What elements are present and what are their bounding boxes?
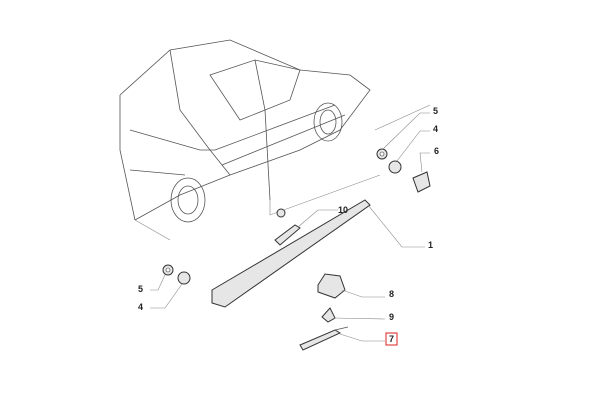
callout-6: 6 bbox=[434, 146, 439, 156]
block-part-8 bbox=[317, 273, 346, 299]
rear-wheel bbox=[313, 102, 343, 142]
callout-7[interactable]: 7 bbox=[389, 334, 394, 344]
front-wheel bbox=[170, 177, 206, 223]
plate-part-7 bbox=[299, 326, 349, 351]
callout-8: 8 bbox=[389, 289, 394, 299]
callout-4-right: 4 bbox=[433, 124, 438, 134]
cap-part-6 bbox=[412, 171, 431, 193]
nut-part-4-right bbox=[388, 160, 402, 174]
car-illustration bbox=[119, 39, 431, 241]
clip-part-9 bbox=[321, 307, 336, 323]
sill-moulding-part-1 bbox=[211, 199, 371, 308]
callout-9: 9 bbox=[389, 312, 394, 322]
highlight-box-7 bbox=[385, 332, 398, 346]
callout-10: 10 bbox=[338, 205, 348, 215]
clip-part-10 bbox=[274, 208, 301, 246]
leader-lines bbox=[150, 112, 430, 342]
washer-part-5-left bbox=[162, 264, 174, 276]
callout-4-left: 4 bbox=[138, 302, 143, 312]
callout-1: 1 bbox=[428, 240, 433, 250]
washer-part-5-right bbox=[376, 148, 388, 160]
callout-5-left: 5 bbox=[138, 284, 143, 294]
callout-5-right: 5 bbox=[433, 106, 438, 116]
nut-part-4-left bbox=[177, 271, 191, 285]
